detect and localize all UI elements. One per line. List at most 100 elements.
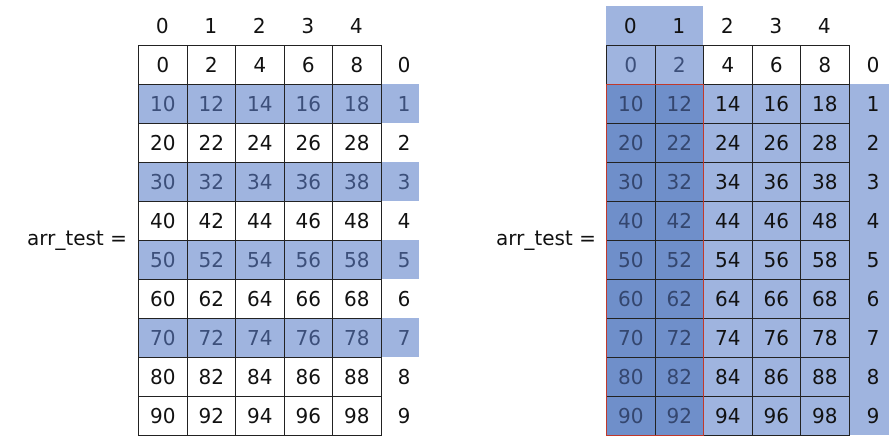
left_diagram-cell: 8: [332, 45, 382, 85]
left_diagram-array-label: arr_test =: [27, 226, 127, 250]
right_diagram-cell: 36: [751, 162, 801, 202]
right_diagram-col-index: 0: [623, 13, 637, 38]
right_diagram-cell: 48: [800, 201, 850, 241]
left_diagram-row-index: 6: [397, 286, 411, 311]
right_diagram-cell: 64: [703, 279, 753, 319]
left_diagram-cell: 30: [138, 162, 188, 202]
left_diagram-cell: 54: [235, 240, 285, 280]
left_diagram-col-index: 3: [301, 13, 315, 38]
right_diagram-cell: 30: [606, 162, 656, 202]
left_diagram-cell: 84: [235, 357, 285, 397]
right_diagram-row-index: 7: [866, 325, 880, 350]
right_diagram-cell: 4: [703, 45, 753, 85]
left_diagram-col-index: 1: [204, 13, 218, 38]
right_diagram-cell: 16: [751, 84, 801, 124]
left_diagram-cell: 12: [186, 84, 236, 124]
left_diagram-row-index: 4: [397, 208, 411, 233]
left_diagram-cell: 36: [283, 162, 333, 202]
left_diagram-cell: 32: [186, 162, 236, 202]
right_diagram-row-index: 6: [866, 286, 880, 311]
right_diagram-cell: 54: [703, 240, 753, 280]
left_diagram-cell: 22: [186, 123, 236, 163]
left_diagram-cell: 48: [332, 201, 382, 241]
left_diagram-cell: 64: [235, 279, 285, 319]
left_diagram-cell: 42: [186, 201, 236, 241]
right_diagram-row-index: 5: [866, 247, 880, 272]
right_diagram-selection-box: [606, 84, 704, 436]
right_diagram-cell: 42: [654, 201, 704, 241]
right_diagram-row-index: 4: [866, 208, 880, 233]
right_diagram-cell: 78: [800, 318, 850, 358]
left_diagram-cell: 78: [332, 318, 382, 358]
right_diagram-cell: 24: [703, 123, 753, 163]
left_diagram-cell: 10: [138, 84, 188, 124]
left_diagram-cell: 74: [235, 318, 285, 358]
right_diagram-col-index: 1: [672, 13, 686, 38]
right_diagram-row-index: 3: [866, 169, 880, 194]
right_diagram-cell: 2: [654, 45, 704, 85]
right_diagram-cell: 96: [751, 396, 801, 436]
left_diagram-cell: 76: [283, 318, 333, 358]
right_diagram-cell: 6: [751, 45, 801, 85]
right_diagram-row-index: 8: [866, 364, 880, 389]
left_diagram-cell: 90: [138, 396, 188, 436]
left_diagram-col-index: 2: [252, 13, 266, 38]
right_diagram-cell: 0: [606, 45, 656, 85]
right_diagram-cell: 98: [800, 396, 850, 436]
left_diagram-cell: 44: [235, 201, 285, 241]
left_diagram-row-index: 7: [397, 325, 411, 350]
left_diagram-cell: 98: [332, 396, 382, 436]
right_diagram-cell: 46: [751, 201, 801, 241]
right_diagram-cell: 84: [703, 357, 753, 397]
left_diagram-cell: 80: [138, 357, 188, 397]
right_diagram-row-index: 9: [866, 403, 880, 428]
right_diagram-cell: 82: [654, 357, 704, 397]
right_diagram-cell: 80: [606, 357, 656, 397]
left_diagram-cell: 14: [235, 84, 285, 124]
left_diagram-row-index: 5: [397, 247, 411, 272]
right_diagram-cell: 86: [751, 357, 801, 397]
right_diagram-cell: 8: [800, 45, 850, 85]
left_diagram-row-index: 8: [397, 364, 411, 389]
right_diagram-cell: 66: [751, 279, 801, 319]
left_diagram-cell: 88: [332, 357, 382, 397]
left_diagram-cell: 56: [283, 240, 333, 280]
left_diagram-cell: 0: [138, 45, 188, 85]
left_diagram-row-index: 1: [397, 91, 411, 116]
right_diagram-cell: 72: [654, 318, 704, 358]
right_diagram-cell: 44: [703, 201, 753, 241]
left_diagram-col-index: 0: [155, 13, 169, 38]
left_diagram-cell: 68: [332, 279, 382, 319]
right_diagram-row-index-highlight: [848, 84, 889, 435]
right_diagram-cell: 26: [751, 123, 801, 163]
left_diagram-cell: 26: [283, 123, 333, 163]
right_diagram-col-index: 3: [769, 13, 783, 38]
left_diagram-row-index: 9: [397, 403, 411, 428]
right_diagram-cell: 62: [654, 279, 704, 319]
right_diagram-cell: 56: [751, 240, 801, 280]
right_diagram-row-index: 1: [866, 91, 880, 116]
right_diagram-cell: 68: [800, 279, 850, 319]
left_diagram-cell: 60: [138, 279, 188, 319]
left_diagram-col-index: 4: [349, 13, 363, 38]
right_diagram-cell: 94: [703, 396, 753, 436]
left_diagram-cell: 70: [138, 318, 188, 358]
right_diagram-cell: 38: [800, 162, 850, 202]
right_diagram-cell: 22: [654, 123, 704, 163]
right_diagram-row-index: 2: [866, 130, 880, 155]
right_diagram-cell: 14: [703, 84, 753, 124]
right_diagram-cell: 70: [606, 318, 656, 358]
right_diagram-cell: 20: [606, 123, 656, 163]
left_diagram-cell: 92: [186, 396, 236, 436]
right_diagram-cell: 28: [800, 123, 850, 163]
left_diagram-cell: 46: [283, 201, 333, 241]
right_diagram-col-index: 4: [817, 13, 831, 38]
right_diagram-cell: 76: [751, 318, 801, 358]
left_diagram-cell: 62: [186, 279, 236, 319]
left_diagram-row-index: 2: [397, 130, 411, 155]
left_diagram-cell: 50: [138, 240, 188, 280]
right_diagram-cell: 34: [703, 162, 753, 202]
right_diagram-cell: 58: [800, 240, 850, 280]
left_diagram-row-index: 0: [397, 52, 411, 77]
left_diagram-cell: 96: [283, 396, 333, 436]
